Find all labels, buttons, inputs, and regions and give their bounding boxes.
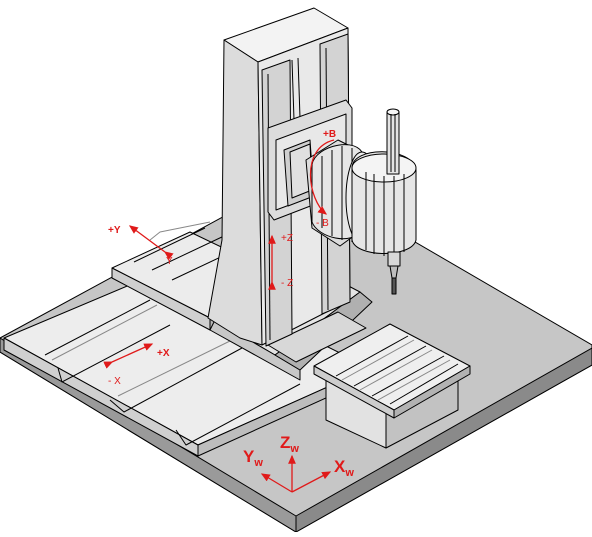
label-y: Y [166,256,173,267]
label-zw: Zw [280,433,299,455]
xw-axis-line [291,471,332,493]
rotary-table [313,323,471,449]
b-axis-arrow [310,139,335,215]
label-minus-z: - Z [281,278,293,289]
label-plus-b: +B [323,129,336,140]
label-plus-z: +Z [281,233,293,244]
axis-arrows [103,139,335,493]
label-plus-x: +X [157,348,170,359]
y-axis-arrow [128,225,174,260]
label-yw: Yw [243,447,263,469]
yw-axis-line [260,473,293,493]
label-minus-x: - X [108,376,121,387]
spindle-head [351,108,417,295]
label-plus-y: +Y [108,225,121,236]
x-axis-arrow [103,343,154,369]
label-xw: Xw [334,457,354,479]
label-minus-b: - B [316,218,329,229]
